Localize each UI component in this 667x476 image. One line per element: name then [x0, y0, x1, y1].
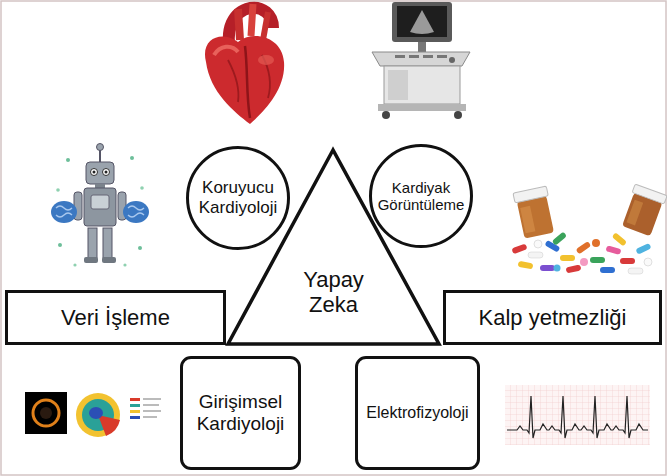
topic-rounded-box: Girişimsel Kardiyoloji [180, 356, 301, 470]
circle-outline [371, 146, 472, 247]
node-label: Veri İşleme [61, 305, 170, 330]
ecg-strip [505, 385, 650, 445]
node-label: Koruyucu Kardiyoloji [193, 178, 282, 217]
triangle-outline [228, 150, 439, 344]
circle-outline [188, 148, 289, 249]
center-triangle: Yapay Zeka [226, 147, 441, 346]
intravascular-images [25, 390, 161, 440]
topic-box: Kalp yetmezliği [443, 290, 662, 345]
medication-illustration [511, 184, 667, 274]
topic-circle: Kardiyak Görüntüleme [369, 144, 473, 248]
node-label: Girişimsel Kardiyoloji [191, 391, 290, 435]
topic-box: Veri İşleme [5, 290, 226, 345]
node-label: Kalp yetmezliği [479, 305, 627, 330]
echo-machine-illustration [372, 2, 470, 119]
node-label: Elektrofizyoloji [366, 404, 468, 422]
topic-circle: Koruyucu Kardiyoloji [186, 146, 290, 250]
node-label: Yapay Zeka [288, 267, 380, 318]
robot-illustration [51, 144, 149, 267]
topic-rounded-box: Elektrofizyoloji [355, 356, 480, 470]
heart-illustration [205, 4, 284, 124]
node-label: Kardiyak Görüntüleme [376, 179, 465, 214]
